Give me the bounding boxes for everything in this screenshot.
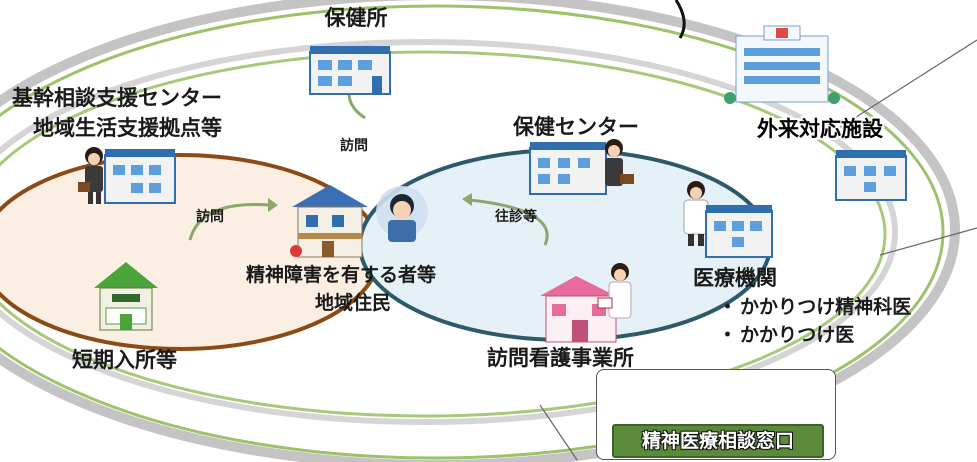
- regional-living-support-base-label: 地域生活支援拠点等: [33, 116, 222, 140]
- support-center-building-icon: [104, 149, 176, 204]
- top-black-curve: [674, 0, 686, 39]
- health-center-staff-icon: [605, 139, 634, 186]
- clinic-building-icon: [705, 205, 773, 258]
- short-stay-house-icon: [94, 262, 158, 331]
- short-stay-label: 短期入所等: [72, 348, 177, 372]
- nurse-icon: [597, 263, 632, 319]
- mental-disability-resident-label: 精神障害を有する者等: [246, 264, 437, 286]
- patient-icon: [376, 186, 428, 242]
- nursing-station-icon: [540, 276, 617, 343]
- doctor-icon: [683, 181, 709, 246]
- health-office-building-icon: [309, 46, 391, 95]
- house-call-label: 往診等: [495, 209, 537, 225]
- core-consultation-center-label: 基幹相談支援センター: [12, 86, 222, 110]
- resident-house-icon: [290, 185, 368, 258]
- health-center-building-icon: [529, 142, 607, 195]
- connector-lines: [539, 39, 977, 461]
- medical-institution-label: 医療機関: [693, 266, 777, 290]
- family-doctor-item: ・かかりつけ医: [718, 324, 855, 346]
- health-office-label: 保健所: [324, 6, 388, 30]
- outpatient-building-icon: [835, 150, 907, 201]
- inner-ring: [0, 39, 898, 425]
- staff-woman-icon: [78, 147, 103, 204]
- home-nursing-station-label: 訪問看護事業所: [487, 346, 634, 370]
- health-center-label: 保健センター: [513, 115, 639, 139]
- local-residents-label: 地域住民: [315, 292, 392, 314]
- psychiatric-consultation-window-label: 精神医療相談窓口: [612, 424, 824, 458]
- hospital-icon: [724, 25, 840, 104]
- outpatient-facility-label: 外来対応施設: [757, 117, 883, 141]
- visit-label-top: 訪問: [340, 138, 368, 154]
- visit-label-left: 訪問: [196, 209, 224, 225]
- family-psychiatrist-item: ・かかりつけ精神科医: [718, 296, 912, 318]
